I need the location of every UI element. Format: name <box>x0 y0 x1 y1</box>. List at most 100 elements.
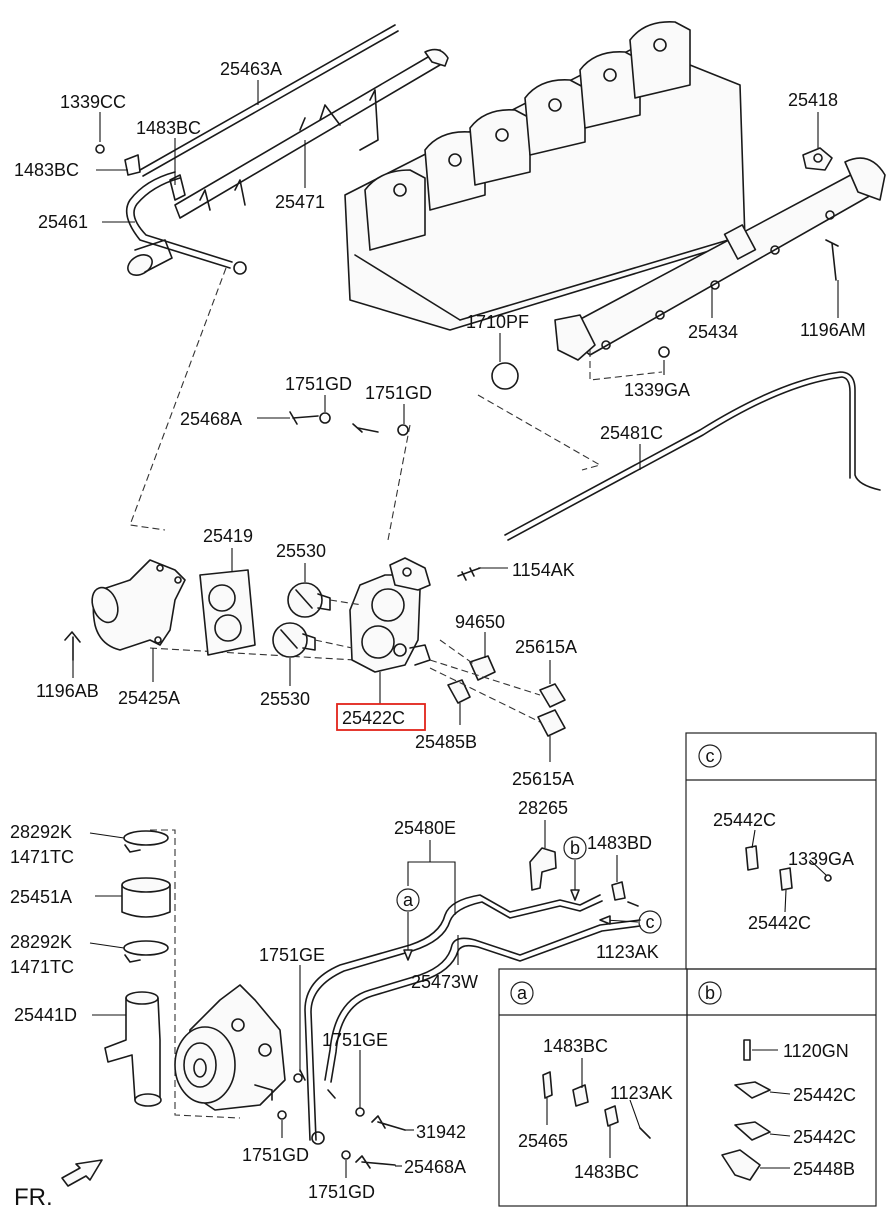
label-b-25448B: 25448B <box>793 1159 855 1179</box>
label-a-25465: 25465 <box>518 1131 568 1151</box>
label-25461: 25461 <box>38 212 88 232</box>
leader-lines <box>72 80 839 1178</box>
tube-25461 <box>125 171 247 276</box>
label-25441D: 25441D <box>14 1005 77 1025</box>
callout-a-main: a <box>403 890 414 910</box>
label-1751GD-c: 1751GD <box>242 1145 309 1165</box>
bolt-1123AK <box>627 901 639 907</box>
label-a-1123AK: 1123AK <box>610 1083 673 1103</box>
label-1751GE-lower: 1751GE <box>322 1030 388 1050</box>
cylinder-head-assembly <box>344 21 746 331</box>
o-ring-1710PF <box>491 362 519 390</box>
label-1123AK: 1123AK <box>596 942 659 962</box>
clamp-28292K-lower <box>123 940 169 963</box>
bypass-tubes <box>304 894 641 1141</box>
label-25530-upper: 25530 <box>276 541 326 561</box>
label-1751GD-b: 1751GD <box>365 383 432 403</box>
label-c-1339GA: 1339GA <box>788 849 854 869</box>
callout-c-main: c <box>646 912 655 932</box>
callout-b-main: b <box>570 838 580 858</box>
label-25471: 25471 <box>275 192 325 212</box>
label-1471TC-lower: 1471TC <box>10 957 74 977</box>
label-c-25442C-lower: 25442C <box>748 913 811 933</box>
clamp-28292K-upper <box>123 830 169 853</box>
pipe-25441D <box>104 991 162 1107</box>
water-pipe-25471 <box>174 48 449 219</box>
label-25468A-lower: 25468A <box>404 1157 466 1177</box>
fitting-25485B <box>447 679 471 704</box>
label-1710PF: 1710PF <box>466 312 529 332</box>
bolt-25468A <box>289 411 331 425</box>
label-28265: 28265 <box>518 798 568 818</box>
label-1483BC-left: 1483BC <box>14 160 79 180</box>
label-25419: 25419 <box>203 526 253 546</box>
label-1751GE-upper: 1751GE <box>259 945 325 965</box>
label-28292K-upper: 28292K <box>10 822 72 842</box>
label-b-25442C-lower: 25442C <box>793 1127 856 1147</box>
label-25434: 25434 <box>688 322 738 342</box>
bolt-1751GD <box>352 423 409 436</box>
label-1196AM: 1196AM <box>800 320 866 340</box>
label-25418: 25418 <box>788 90 838 110</box>
label-25480E: 25480E <box>394 818 456 838</box>
washer-1751GE-a <box>293 1073 303 1083</box>
label-25451A: 25451A <box>10 887 72 907</box>
label-25615A-upper: 25615A <box>515 637 577 657</box>
washer-1751GD-c <box>277 1110 287 1120</box>
washer-1751GE-b <box>355 1107 365 1117</box>
bolt-31942 <box>371 1115 406 1131</box>
callout-c-box: c <box>706 746 715 766</box>
label-25481C: 25481C <box>600 423 663 443</box>
label-a-1483BC-lower: 1483BC <box>574 1162 639 1182</box>
label-1154AK: 1154AK <box>512 560 575 580</box>
clip-1483BD <box>611 881 626 901</box>
bolt-1196AB <box>64 631 81 661</box>
bolt-1154AK <box>457 567 481 581</box>
water-manifold <box>554 157 886 361</box>
bracket-28265 <box>529 847 557 891</box>
label-25422C: 25422C <box>342 708 405 728</box>
bolt-1196AM <box>825 239 839 281</box>
gasket-25418 <box>802 147 833 171</box>
bolt-1339CC <box>95 144 105 154</box>
rod-25463A <box>139 24 399 177</box>
water-pump <box>174 984 286 1111</box>
label-25473W: 25473W <box>411 972 478 992</box>
thermostat-housing-25425A <box>91 559 186 651</box>
label-25463A: 25463A <box>220 59 282 79</box>
label-28292K-lower: 28292K <box>10 932 72 952</box>
callout-a-box: a <box>517 983 528 1003</box>
label-1339CC: 1339CC <box>60 92 126 112</box>
clip-1483BC <box>124 154 141 176</box>
label-1483BD: 1483BD <box>587 833 652 853</box>
thermostat-housing-25422C <box>349 557 431 673</box>
label-1751GD-d: 1751GD <box>308 1182 375 1202</box>
front-direction-arrow <box>61 1159 103 1187</box>
label-c-25442C-upper: 25442C <box>713 810 776 830</box>
label-1339GA: 1339GA <box>624 380 690 400</box>
label-94650: 94650 <box>455 612 505 632</box>
bolt-25468A-lower <box>355 1155 396 1169</box>
nipple-25615A-lower <box>537 709 566 737</box>
washer-1751GD-d <box>341 1150 351 1160</box>
highlight-box-25422C <box>336 703 426 731</box>
nipple-25615A-upper <box>539 683 566 708</box>
thermostat-25530-upper <box>287 582 331 618</box>
label-1471TC-upper: 1471TC <box>10 847 74 867</box>
label-31942: 31942 <box>416 1122 466 1142</box>
label-25485B: 25485B <box>415 732 477 752</box>
label-b-25442C-upper: 25442C <box>793 1085 856 1105</box>
label-a-1483BC-upper: 1483BC <box>543 1036 608 1056</box>
label-1483BC-upper: 1483BC <box>136 118 201 138</box>
label-25425A: 25425A <box>118 688 180 708</box>
gasket-25419 <box>199 569 256 656</box>
wire-25481C <box>504 371 881 536</box>
nut-1339GA <box>658 346 670 358</box>
callout-b-box: b <box>705 983 715 1003</box>
thermostat-25530-lower <box>272 622 316 658</box>
label-25615A-lower: 25615A <box>512 769 574 789</box>
label-25468A-upper: 25468A <box>180 409 242 429</box>
label-front: FR. <box>14 1184 53 1211</box>
label-1196AB: 1196AB <box>36 681 99 701</box>
callout-circles <box>396 744 722 1005</box>
